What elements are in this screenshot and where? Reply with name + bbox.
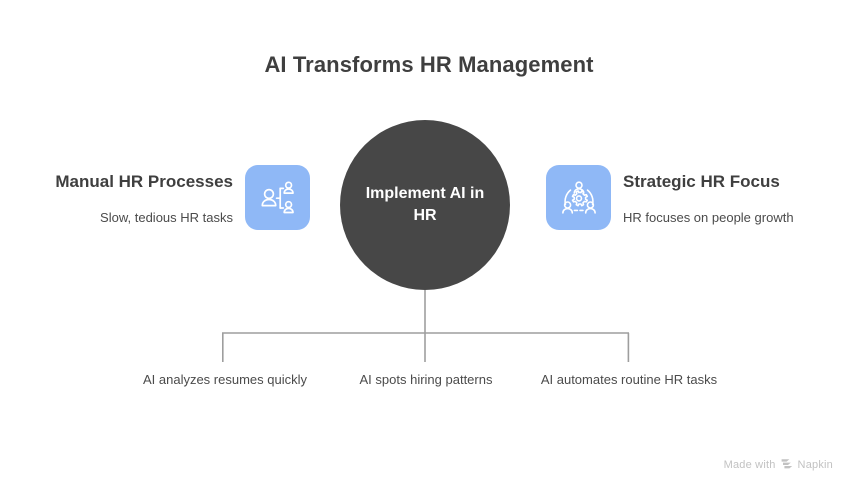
leaf-label-3[interactable]: AI automates routine HR tasks — [540, 372, 718, 387]
branch-left[interactable]: Manual HR Processes Slow, tedious HR tas… — [40, 165, 310, 230]
page-title: AI Transforms HR Management — [264, 52, 594, 77]
people-gear-collaboration-icon — [558, 177, 600, 219]
watermark-prefix: Made with — [723, 459, 776, 471]
watermark-brand: Napkin — [797, 459, 833, 471]
napkin-logo-icon — [781, 458, 793, 472]
branch-right-icon-tile[interactable] — [546, 165, 611, 230]
branch-right-heading: Strategic HR Focus — [623, 172, 780, 191]
branch-right[interactable]: Strategic HR Focus HR focuses on people … — [546, 165, 836, 230]
branch-left-text: Manual HR Processes Slow, tedious HR tas… — [53, 165, 245, 227]
napkin-watermark: Made with Napkin — [724, 458, 833, 472]
center-node[interactable]: Implement AI in HR — [340, 120, 510, 290]
branch-left-heading: Manual HR Processes — [55, 172, 233, 191]
org-chart-people-icon — [257, 177, 299, 219]
branch-right-text: Strategic HR Focus HR focuses on people … — [611, 165, 813, 227]
center-node-label: Implement AI in HR — [365, 185, 485, 224]
branch-left-icon-tile[interactable] — [245, 165, 310, 230]
leaf-label-2[interactable]: AI spots hiring patterns — [359, 372, 493, 387]
leaf-label-1[interactable]: AI analyzes resumes quickly — [142, 372, 307, 387]
branch-right-subtitle: HR focuses on people growth — [623, 210, 794, 225]
branch-left-subtitle: Slow, tedious HR tasks — [100, 210, 233, 225]
